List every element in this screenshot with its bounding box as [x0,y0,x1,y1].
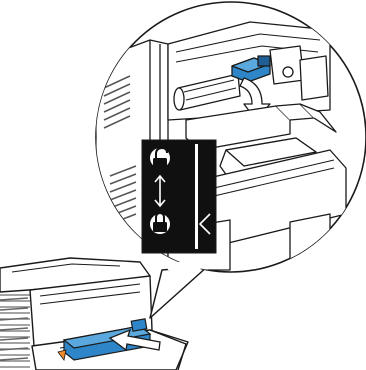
callout-pointer [150,266,208,318]
magnified-view-content [96,22,346,270]
lock-panel [142,140,216,253]
unlock-icon [150,148,170,168]
